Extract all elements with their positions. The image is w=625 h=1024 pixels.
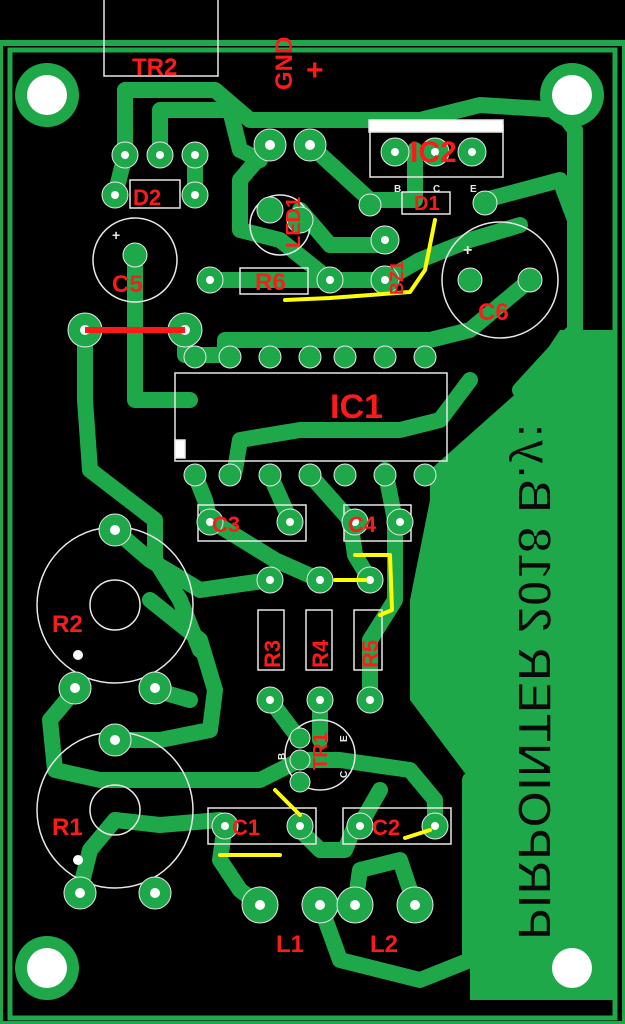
label-tr1-e: E — [339, 735, 350, 742]
label-r6: R6 — [255, 269, 286, 296]
label-l2: L2 — [370, 931, 398, 958]
label-tr1-c: C — [339, 771, 350, 778]
label-c5-plus: + — [112, 227, 120, 243]
label-c6-plus: + — [463, 242, 472, 259]
label-d2: D2 — [133, 185, 161, 210]
label-tr1-b: B — [277, 753, 288, 760]
label-c1: C1 — [232, 815, 260, 840]
mounting-holes — [15, 63, 604, 1000]
label-r4: R4 — [308, 639, 333, 668]
label-r5: R5 — [358, 640, 383, 668]
label-r2: R2 — [52, 611, 83, 638]
label-plus: + — [306, 54, 324, 87]
pads — [58, 128, 543, 924]
label-l1: L1 — [276, 931, 304, 958]
label-c5: C5 — [112, 271, 143, 298]
silkscreen — [36, 119, 559, 889]
label-tr1: TR1 — [310, 732, 332, 770]
label-c4: C4 — [348, 512, 377, 537]
mirrored-board-text: PIRPOINTER 2018 B.y: — [507, 423, 560, 941]
label-gnd: GND — [271, 37, 298, 90]
label-r1: R1 — [52, 814, 83, 841]
label-bc-c: C — [433, 184, 440, 195]
label-c6: C6 — [478, 299, 509, 326]
label-bz1: BZ1 — [387, 261, 407, 295]
label-d1: D1 — [414, 193, 440, 215]
pad-holes — [70, 140, 476, 910]
label-ic2: IC2 — [410, 136, 457, 169]
ground-plane — [410, 330, 615, 1000]
label-ic1: IC1 — [330, 388, 383, 426]
label-led1: LED1 — [283, 197, 305, 248]
label-tr2: TR2 — [132, 54, 177, 81]
label-c2: C2 — [372, 815, 400, 840]
bodge-wires — [218, 218, 437, 857]
label-r3: R3 — [260, 640, 285, 668]
label-bc-e: E — [470, 184, 477, 195]
label-bc-b: B — [394, 184, 401, 195]
tr2-outline — [103, 0, 219, 77]
label-c3: C3 — [212, 512, 240, 537]
